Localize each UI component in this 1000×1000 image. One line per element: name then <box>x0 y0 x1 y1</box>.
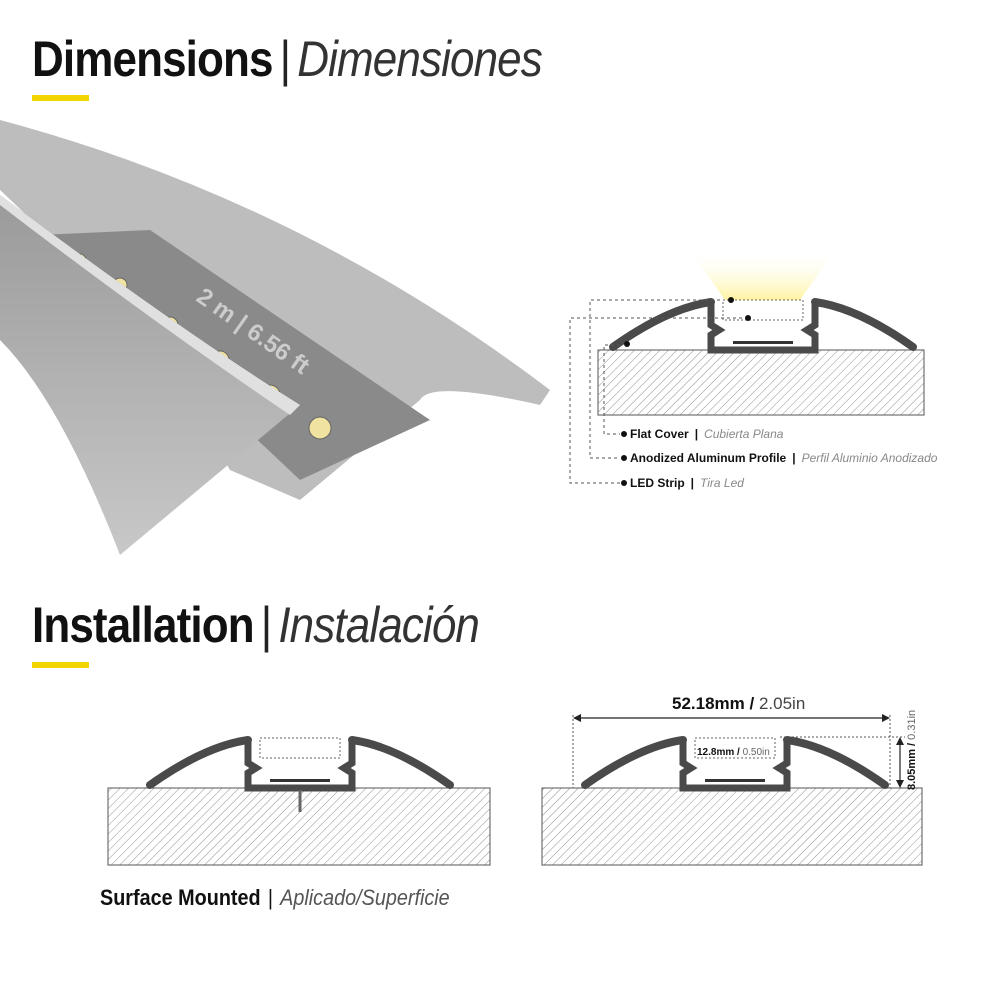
installation-heading: Installation|Instalación <box>32 597 480 653</box>
mount-method-label: Surface Mounted|Aplicado/Superficie <box>100 885 450 910</box>
legend-item: Anodized Aluminum Profile|Perfil Alumini… <box>630 451 938 465</box>
width-label: 52.18mm / 2.05in <box>672 694 806 713</box>
accent-underline <box>32 95 89 101</box>
accent-underline <box>32 662 89 668</box>
dimensions-heading: Dimensions|Dimensiones <box>32 31 543 87</box>
dimension-diagram <box>541 714 923 866</box>
inner-width-label: 12.8mm / 0.50in <box>697 747 770 758</box>
legend-item: Flat Cover|Cubierta Plana <box>630 427 784 441</box>
cross-section-legend-diagram <box>569 250 925 486</box>
profile-3d-render: 2 m | 6.56 ft <box>0 120 550 555</box>
height-label: 8.05mm / 0.31in <box>906 709 918 790</box>
legend-item: LED Strip|Tira Led <box>630 476 744 490</box>
surface-mounted-diagram <box>107 738 491 866</box>
